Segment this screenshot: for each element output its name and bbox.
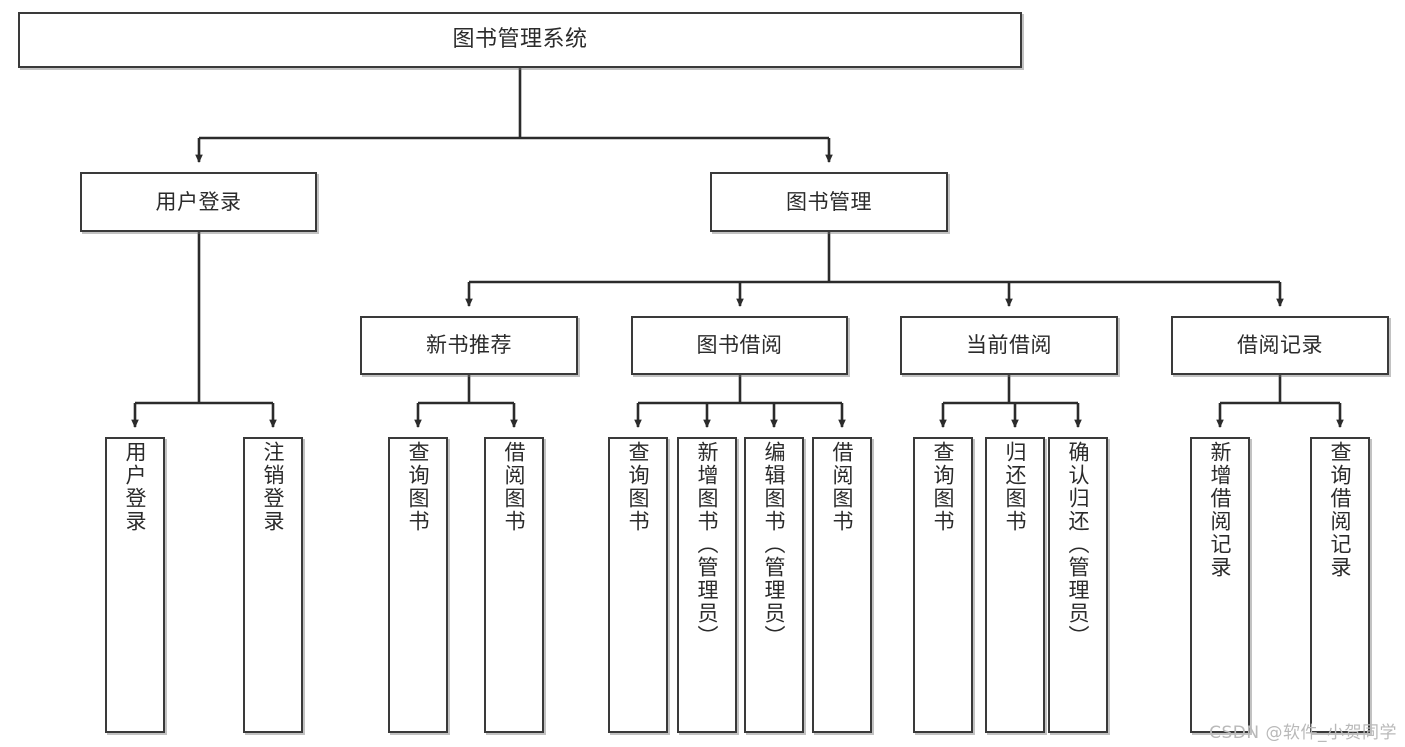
node-label: 注销登录 [261,441,286,533]
node-label: 查询借阅记录 [1328,441,1353,579]
node-label: 确认归还（管理员） [1066,441,1091,648]
leaf-query-book-borrow[interactable]: 查询图书 [608,437,668,733]
node-label: 新增借阅记录 [1208,441,1233,579]
node-user-login[interactable]: 用户登录 [80,172,317,232]
node-label: 借阅记录 [1237,333,1323,358]
leaf-add-book-admin[interactable]: 新增图书（管理员） [677,437,737,733]
leaf-borrow-book-recommend[interactable]: 借阅图书 [484,437,544,733]
node-label: 图书借阅 [696,333,783,358]
node-new-book-recommend[interactable]: 新书推荐 [360,316,578,375]
node-label: 归还图书 [1003,441,1028,533]
leaf-add-borrow-record[interactable]: 新增借阅记录 [1190,437,1250,733]
leaf-logout[interactable]: 注销登录 [243,437,303,733]
node-label: 当前借阅 [966,333,1052,358]
leaf-edit-book-admin[interactable]: 编辑图书（管理员） [744,437,804,733]
leaf-confirm-return-admin[interactable]: 确认归还（管理员） [1048,437,1108,733]
node-label: 借阅图书 [502,441,527,533]
leaf-return-book[interactable]: 归还图书 [985,437,1045,733]
node-label: 新增图书（管理员） [695,441,720,648]
node-current-borrow[interactable]: 当前借阅 [900,316,1118,375]
node-book-borrow[interactable]: 图书借阅 [631,316,848,375]
leaf-user-login[interactable]: 用户登录 [105,437,165,733]
node-label: 用户登录 [123,441,148,533]
node-root[interactable]: 图书管理系统 [18,12,1022,68]
node-borrow-record[interactable]: 借阅记录 [1171,316,1389,375]
node-label: 查询图书 [931,441,956,533]
node-label: 图书管理 [786,189,872,214]
leaf-query-book-recommend[interactable]: 查询图书 [388,437,448,733]
watermark: CSDN @软件_小贺同学 [1209,723,1397,743]
node-book-management[interactable]: 图书管理 [710,172,948,232]
leaf-borrow-book[interactable]: 借阅图书 [812,437,872,733]
node-label: 查询图书 [626,441,651,533]
node-label: 图书管理系统 [452,27,588,53]
node-label: 借阅图书 [830,441,855,533]
leaf-query-borrow-record[interactable]: 查询借阅记录 [1310,437,1370,733]
node-label: 新书推荐 [426,333,512,358]
node-label: 用户登录 [155,189,242,214]
leaf-query-book-current[interactable]: 查询图书 [913,437,973,733]
node-label: 查询图书 [406,441,431,533]
node-label: 编辑图书（管理员） [762,441,787,648]
